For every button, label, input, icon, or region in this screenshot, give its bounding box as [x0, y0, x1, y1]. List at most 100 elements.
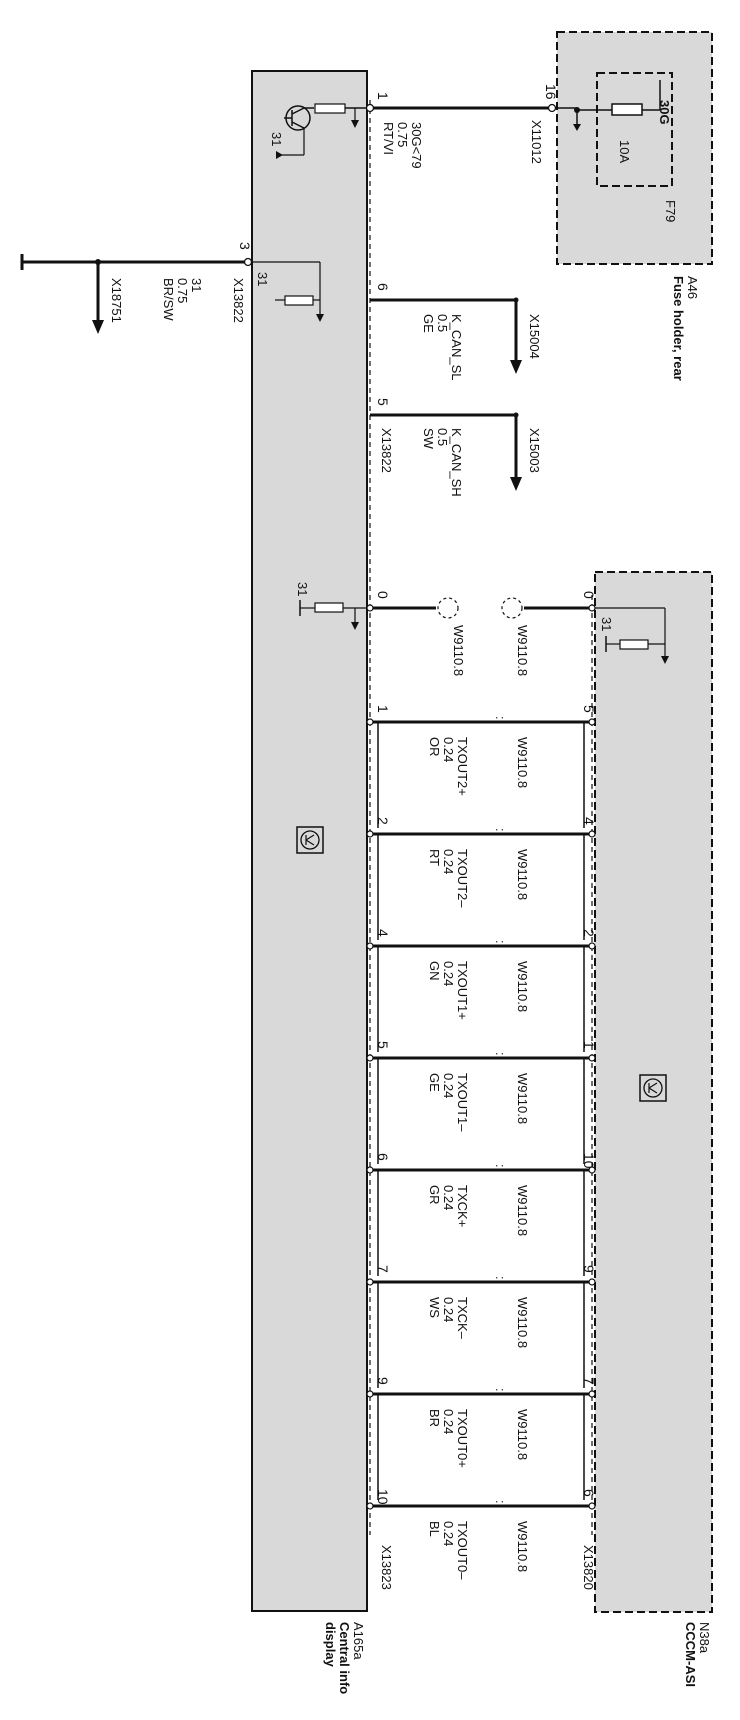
lvds-signal: TXOUT1+: [455, 961, 470, 1020]
ground-connector: X13822: [231, 278, 246, 323]
pin-terminal: [366, 1502, 374, 1510]
lvds-pin-cccm: 5: [581, 705, 597, 713]
ground-label-transistor: 31: [269, 132, 284, 146]
can-sl-color: GE: [421, 314, 436, 333]
ground-color: BR/SW: [161, 278, 176, 321]
shield-pin-cccm: 0: [581, 591, 597, 599]
shield-pin-display: 0: [375, 591, 391, 599]
lvds-wire: :: [366, 1052, 596, 1164]
ground-signal: 31: [189, 278, 204, 292]
cccm-id: N38a: [697, 1622, 712, 1654]
can-sl-size: 0.5: [435, 314, 450, 332]
ground-size: 0.75: [175, 278, 190, 303]
display-module-box: [251, 70, 371, 1612]
fuse-rating-label: 10A: [617, 140, 632, 163]
pin-terminal: [366, 830, 374, 838]
ground-wire: [20, 254, 253, 334]
lvds-size: 0.24: [441, 1521, 456, 1546]
lvds-signal: TXCK+: [455, 1185, 470, 1227]
pin-terminal: [588, 942, 596, 950]
fuse-id-label: F79: [663, 200, 678, 222]
can-sh-connector: X13822: [379, 428, 394, 473]
lvds-signal: TXCK–: [455, 1297, 470, 1340]
lvds-pin-display: 5: [375, 1041, 391, 1049]
lvds-color: GE: [427, 1073, 442, 1092]
lvds-wire: :: [366, 1164, 596, 1276]
pin-terminal: [366, 1278, 374, 1286]
control-unit-icon: [296, 826, 324, 854]
lvds-ref: W9110.8: [515, 1185, 530, 1236]
lvds-wire: :: [366, 940, 596, 1052]
lvds-pin-display: 1: [375, 705, 391, 713]
pin-terminal: [366, 1166, 374, 1174]
fuse-holder-name: Fuse holder, rear: [671, 276, 686, 381]
splice-mark: :: [493, 1164, 508, 1168]
lvds-pin-cccm: 1: [581, 1041, 597, 1049]
lvds-color: WS: [427, 1297, 442, 1318]
lvds-wire: :: [366, 1388, 596, 1500]
lvds-size: 0.24: [441, 1409, 456, 1434]
ground-pin: 3: [237, 242, 253, 250]
supply-pin-display: 1: [375, 92, 391, 100]
lvds-signal: TXOUT2+: [455, 737, 470, 796]
splice-mark: :: [493, 1052, 508, 1056]
can-wire-sh: [370, 412, 522, 491]
display-name-line2: display: [323, 1622, 338, 1668]
lvds-signal: TXOUT2–: [455, 849, 470, 908]
pin-terminal: [366, 942, 374, 950]
pin-terminal: [588, 718, 596, 726]
supply-size: 0.75: [395, 122, 410, 147]
lvds-ref: W9110.8: [515, 737, 530, 788]
can-sh-size: 0.5: [435, 428, 450, 446]
lvds-color: RT: [427, 849, 442, 866]
can-sl-signal: K_CAN_SL: [449, 314, 464, 380]
can-sl-target: X15004: [527, 314, 542, 359]
splice-mark: :: [493, 1276, 508, 1280]
lvds-size: 0.24: [441, 849, 456, 874]
lvds-wire: :: [366, 1276, 596, 1388]
lvds-color: GN: [427, 961, 442, 981]
lvds-size: 0.24: [441, 1297, 456, 1322]
supply-color: RT/VI: [381, 122, 396, 155]
lvds-signal: TXOUT0+: [455, 1409, 470, 1468]
lvds-signal: TXOUT1–: [455, 1073, 470, 1132]
fuse-terminal-label: 30G: [657, 100, 672, 125]
lvds-wire: :: [366, 716, 596, 828]
lvds-size: 0.24: [441, 1073, 456, 1098]
lvds-ref: W9110.8: [515, 849, 530, 900]
cccm-module-box: [591, 571, 713, 1613]
display-lvds-connector: X13823: [379, 1545, 394, 1590]
lvds-ref: W9110.8: [515, 1073, 530, 1124]
lvds-pin-display: 6: [375, 1153, 391, 1161]
lvds-pin-display: 7: [375, 1265, 391, 1273]
pin-terminal: [366, 718, 374, 726]
lvds-wire: :: [366, 1500, 596, 1510]
pin-terminal: [588, 1390, 596, 1398]
lvds-size: 0.24: [441, 737, 456, 762]
ground-label-cccm: 31: [599, 617, 614, 631]
lvds-color: BL: [427, 1521, 442, 1537]
lvds-size: 0.24: [441, 1185, 456, 1210]
splice-mark: :: [493, 940, 508, 944]
lvds-pin-cccm: 10: [581, 1153, 597, 1169]
pin-terminal: [588, 1166, 596, 1174]
lvds-color: GR: [427, 1185, 442, 1205]
supply-signal: 30G<79: [409, 122, 424, 169]
shield-ref-left: W9110.8: [451, 625, 466, 676]
lvds-pin-cccm: 4: [581, 817, 597, 825]
can-sh-color: SW: [421, 428, 436, 450]
can-sh-target: X15003: [527, 428, 542, 473]
lvds-pin-cccm: 9: [581, 1265, 597, 1273]
pin-terminal: [588, 1502, 596, 1510]
lvds-pin-cccm: 6: [581, 1489, 597, 1497]
lvds-pin-cccm: 7: [581, 1377, 597, 1385]
lvds-size: 0.24: [441, 961, 456, 986]
cccm-lvds-connector: X13820: [581, 1545, 596, 1590]
supply-connector: X11012: [529, 120, 544, 164]
can-sh-pin: 5: [375, 398, 391, 406]
lvds-pin-display: 9: [375, 1377, 391, 1385]
lvds-color: BR: [427, 1409, 442, 1427]
splice-mark: :: [493, 1388, 508, 1392]
